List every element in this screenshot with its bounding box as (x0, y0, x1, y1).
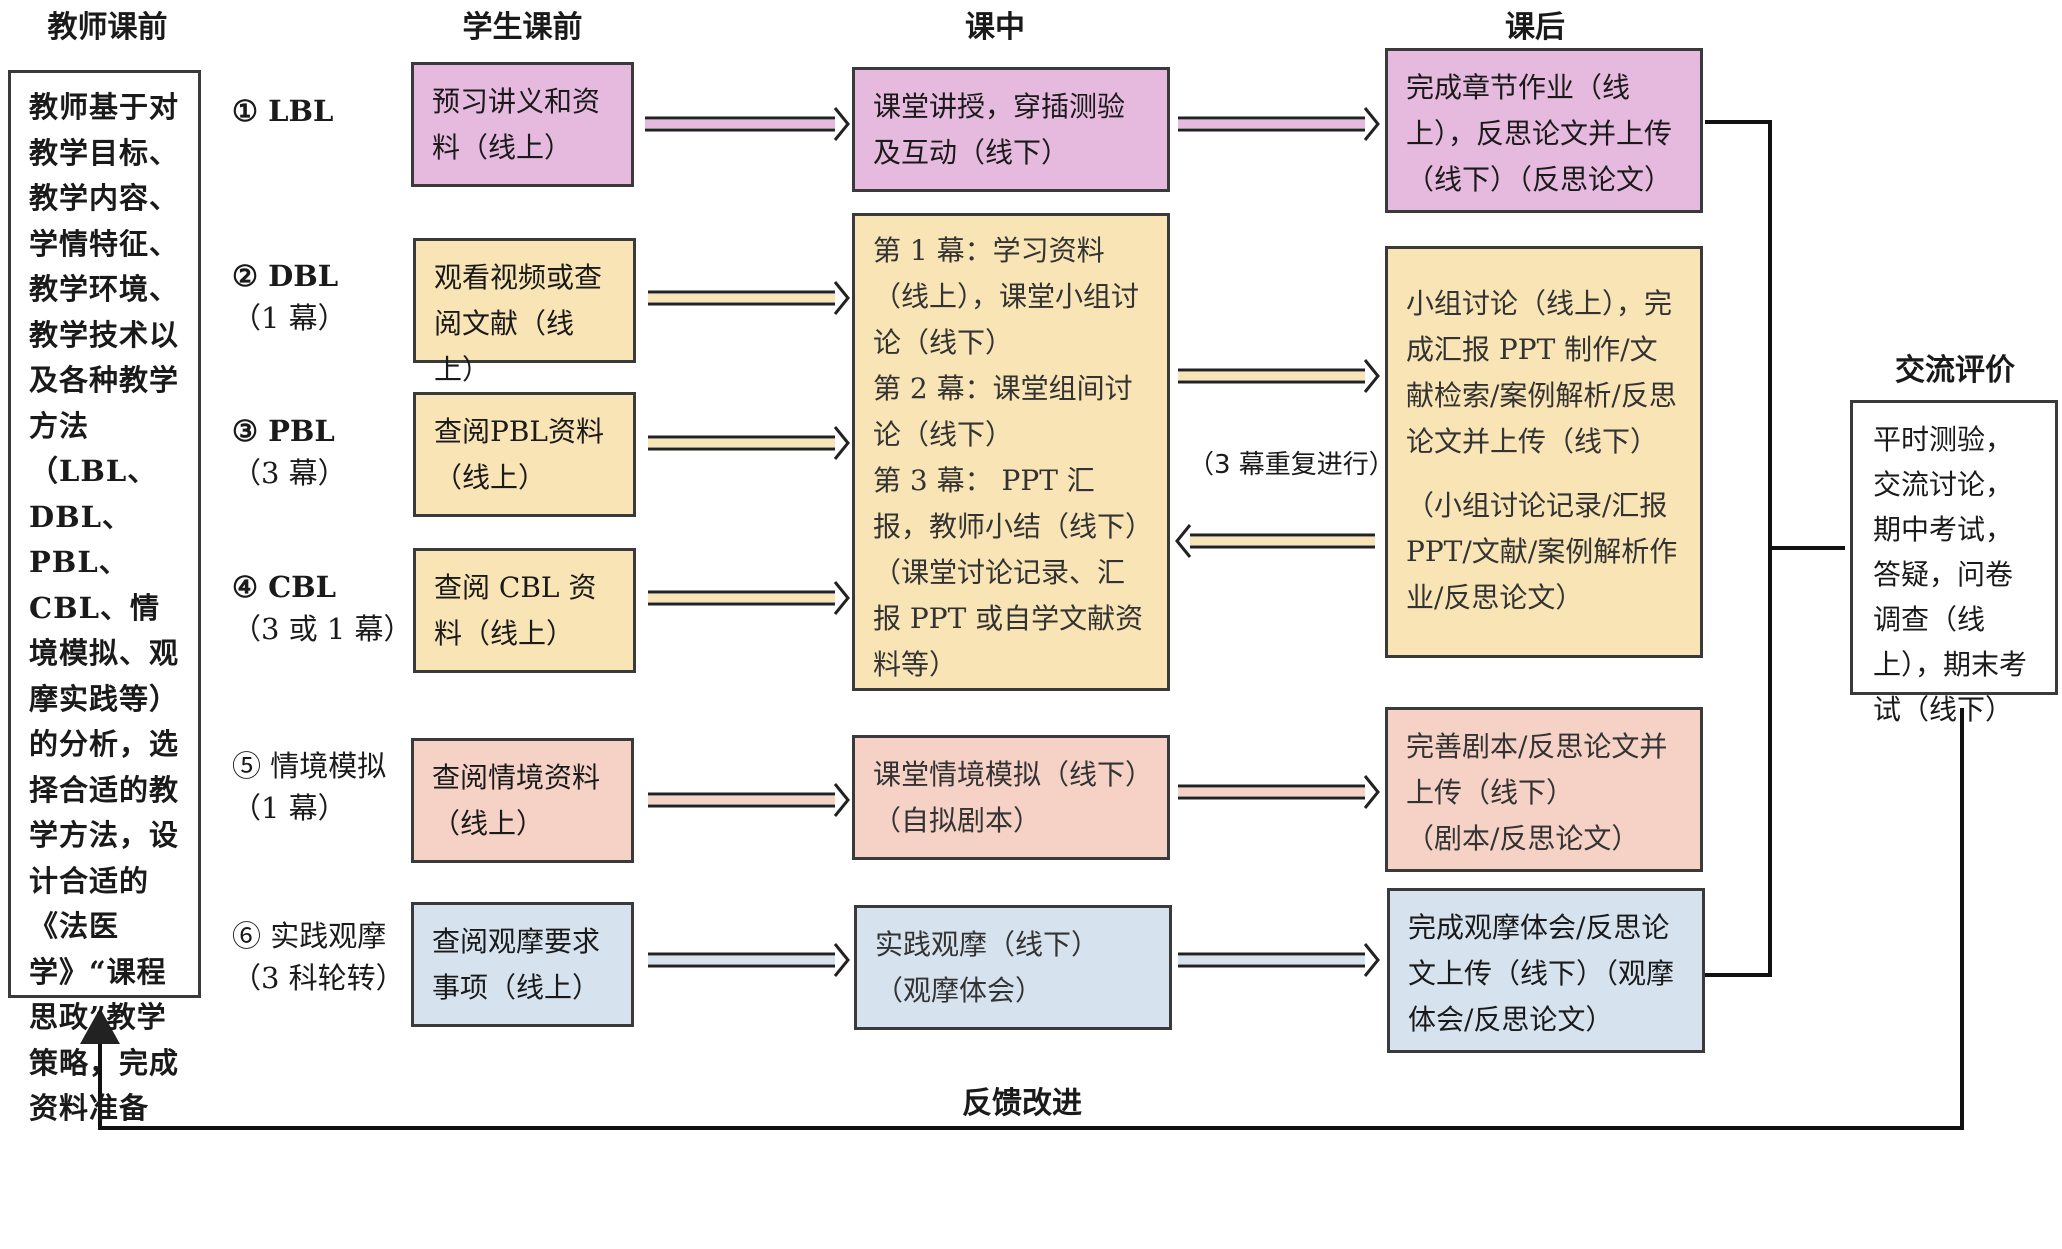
student-pre-pbl: 查阅PBL资料（线上） (413, 392, 636, 517)
arrow-pre-to-class-sim (648, 783, 850, 817)
after-class-lbl: 完成章节作业（线上），反思论文并上传（线下）（反思论文） (1385, 48, 1703, 213)
student-pre-practice: 查阅观摩要求事项（线上） (411, 902, 634, 1027)
arrow-class-to-after-lbl (1178, 107, 1380, 141)
method-label-dbl: ② DBL（1 幕） (232, 259, 347, 335)
in-class-practice: 实践观摩（线下） （观摩体会） (854, 905, 1172, 1030)
student-pre-sim: 查阅情境资料（线上） (411, 738, 634, 863)
in-class-act-1: 第 1 幕：学习资料（线上），课堂小组讨论（线下） (873, 234, 1140, 359)
arrow-pre-to-class-cbl (648, 581, 850, 615)
arrow-class-to-after-shared (1178, 359, 1380, 393)
in-class-lbl: 课堂讲授，穿插测验及互动（线下） (852, 67, 1170, 192)
header-after-class: 课后 (1505, 10, 1565, 45)
header-teacher-pre: 教师课前 (47, 10, 168, 45)
header-student-pre: 学生课前 (462, 10, 583, 45)
arrow-class-to-after-sim (1178, 775, 1380, 809)
arrow-pre-to-class-practice (648, 943, 850, 977)
feedback-loop (80, 708, 1964, 1130)
in-class-shared: 第 1 幕：学习资料（线上），课堂小组讨论（线下） 第 2 幕：课堂组间讨论（线… (852, 213, 1170, 691)
arrow-after-to-class-shared (1175, 524, 1375, 558)
in-class-act-2: 第 2 幕：课堂组间讨论（线下） (873, 372, 1133, 451)
teacher-preparation-box: 教师基于对教学目标、教学内容、学情特征、教学环境、教学技术以及各种教学方法（LB… (8, 70, 201, 1125)
arrow-pre-to-class-dbl (648, 281, 850, 315)
repeat-note: （3 幕重复进行） (1188, 450, 1395, 480)
evaluation-title: 交流评价 (1895, 353, 2015, 388)
method-label-practice: ⑥ 实践观摩（3 科轮转） (232, 919, 405, 995)
arrow-pre-to-class-pbl (648, 426, 850, 460)
in-class-act-3: 第 3 幕： PPT 汇报，教师小结（线下） (873, 464, 1154, 543)
student-pre-cbl: 查阅 CBL 资料（线上） (413, 548, 636, 673)
header-in-class: 课中 (965, 10, 1025, 45)
after-class-shared: 小组讨论（线上），完成汇报 PPT 制作/文献检索/案例解析/反思论文并上传（线… (1385, 246, 1703, 658)
in-class-sim: 课堂情境模拟（线下） （自拟剧本） (852, 735, 1170, 860)
after-class-practice: 完成观摩体会/反思论文上传（线下）（观摩体会/反思论文） (1387, 888, 1705, 1053)
method-label-sim: ⑤ 情境模拟（1 幕） (232, 749, 387, 825)
arrow-class-to-after-practice (1178, 943, 1380, 977)
student-pre-lbl: 预习讲义和资料（线上） (411, 62, 634, 187)
method-label-pbl: ③ PBL（3 幕） (232, 414, 347, 490)
method-label-lbl: ① LBL (232, 94, 334, 128)
after-class-sim: 完善剧本/反思论文并上传（线下） （剧本/反思论文） (1385, 707, 1703, 872)
in-class-materials: （课堂讨论记录、汇报 PPT 或自学文献资料等） (873, 556, 1144, 681)
feedback-label: 反馈改进 (962, 1086, 1082, 1121)
arrow-pre-to-class-lbl (645, 107, 850, 141)
evaluation-box: 平时测验，交流讨论，期中考试，答疑，问卷调查（线上），期末考试（线下） (1850, 400, 2058, 726)
bracket-after-to-eval (1705, 120, 1845, 977)
method-label-cbl: ④ CBL（3 或 1 幕） (232, 570, 413, 646)
student-pre-dbl: 观看视频或查阅文献（线上） (413, 238, 636, 386)
